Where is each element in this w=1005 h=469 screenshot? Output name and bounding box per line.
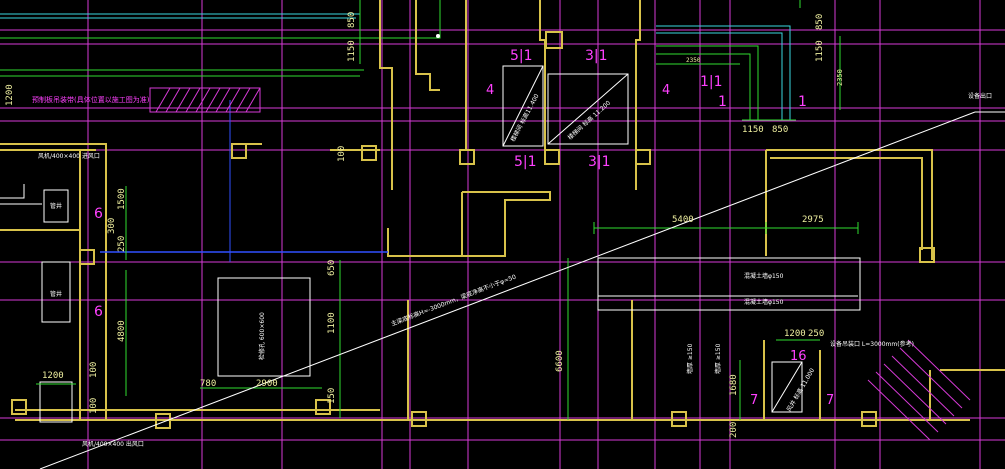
dim-780: 780 bbox=[200, 379, 216, 389]
dim-150: 150 bbox=[327, 388, 337, 404]
label-left-box-b: 管井 bbox=[50, 290, 62, 298]
dim-200: 200 bbox=[729, 422, 739, 438]
label-vert-a: 墙厚 ≥150 bbox=[686, 343, 694, 374]
grid-marks: 5|1 3|1 5|1 3|1 4 4 1|1 1 1 6 6 16 7 7 bbox=[94, 48, 834, 408]
label-shaft-left-a: 风机/400×400 进风口 bbox=[38, 152, 100, 160]
mark-7-left: 7 bbox=[750, 393, 758, 408]
mark-31-top: 3|1 bbox=[585, 48, 608, 64]
dim-100: 100 bbox=[337, 146, 347, 162]
left-boxes bbox=[0, 184, 73, 423]
dim-6600: 6600 bbox=[555, 350, 565, 372]
dim-850c: 850 bbox=[772, 125, 788, 135]
walls bbox=[0, 0, 1005, 429]
center-square bbox=[217, 277, 311, 377]
diagonal-beam-line bbox=[39, 111, 976, 469]
dim-4800: 4800 bbox=[117, 320, 127, 342]
dim-250b: 250 bbox=[808, 329, 824, 339]
hatched-band bbox=[149, 87, 261, 113]
dim-2350b: 2350 bbox=[836, 69, 844, 86]
mark-4-right: 4 bbox=[662, 83, 670, 98]
dim-1680: 1680 bbox=[729, 374, 739, 396]
dim-300: 300 bbox=[107, 218, 117, 234]
label-stair-a: 楼梯间 标高11.400 bbox=[509, 92, 541, 143]
dimension-text: 850 1150 1200 2350 850 1150 2350 1150 85… bbox=[5, 12, 844, 438]
top-edge-lines bbox=[0, 0, 801, 120]
mark-4-left: 4 bbox=[486, 83, 494, 98]
dim-1100: 1100 bbox=[327, 312, 337, 334]
mark-1b: 1 bbox=[798, 94, 807, 110]
dim-1500: 1500 bbox=[117, 188, 127, 210]
dim-2350: 2350 bbox=[686, 57, 701, 64]
dim-1200b: 1200 bbox=[42, 371, 64, 381]
mark-6-bottom: 6 bbox=[94, 304, 103, 320]
dim-1150c: 1150 bbox=[742, 125, 764, 135]
mark-51-bottom: 5|1 bbox=[514, 154, 537, 170]
right-room bbox=[597, 257, 971, 441]
dim-1200: 1200 bbox=[5, 84, 15, 106]
mark-11: 1|1 bbox=[700, 74, 723, 90]
mark-7-right: 7 bbox=[826, 393, 834, 408]
dim-2975: 2975 bbox=[802, 215, 824, 225]
dim-100c: 100 bbox=[89, 398, 99, 414]
dim-2900: 2900 bbox=[256, 379, 278, 389]
label-top-band: 预制板吊装带(具体位置以施工图为准) bbox=[32, 95, 150, 104]
label-room-a: 混凝土墙φ150 bbox=[744, 272, 784, 280]
label-stair-b: 楼梯间 标高 11.200 bbox=[566, 99, 612, 142]
mark-51-top: 5|1 bbox=[510, 48, 533, 64]
mark-16: 16 bbox=[790, 349, 807, 364]
dim-1150b: 1150 bbox=[815, 40, 825, 62]
dim-250: 250 bbox=[117, 236, 127, 252]
dim-850a: 850 bbox=[347, 12, 357, 28]
dim-1150a: 1150 bbox=[347, 40, 357, 62]
dim-850b: 850 bbox=[815, 14, 825, 30]
dim-100b: 100 bbox=[89, 362, 99, 378]
label-right-top: 设备出口 bbox=[968, 92, 992, 100]
dimension-lines bbox=[36, 0, 859, 420]
dim-5400: 5400 bbox=[672, 215, 694, 225]
label-room-b: 混凝土墙φ150 bbox=[744, 298, 784, 306]
mark-6-top: 6 bbox=[94, 206, 103, 222]
blue-lines bbox=[100, 100, 388, 262]
label-right-note: 设备吊装口 L=3000mm(参考) bbox=[830, 340, 914, 348]
mark-1a: 1 bbox=[718, 94, 727, 110]
top-leader-dot bbox=[436, 34, 440, 38]
label-left-box-a: 管井 bbox=[50, 202, 62, 210]
label-small-box: 风井 标高 11.000 bbox=[785, 367, 816, 413]
label-center-box: 检修孔 600×600 bbox=[258, 312, 266, 360]
label-vert-b: 墙厚 ≥150 bbox=[714, 343, 722, 374]
label-bottom-left: 风机/400×400 出风口 bbox=[82, 440, 144, 448]
annotation-labels: 预制板吊装带(具体位置以施工图为准) 风机/400×400 进风口 管井 管井 … bbox=[32, 92, 992, 448]
dim-650: 650 bbox=[327, 260, 337, 276]
dim-1200c: 1200 bbox=[784, 329, 806, 339]
stair-boxes bbox=[502, 65, 629, 147]
mark-31-bottom: 3|1 bbox=[588, 154, 611, 170]
